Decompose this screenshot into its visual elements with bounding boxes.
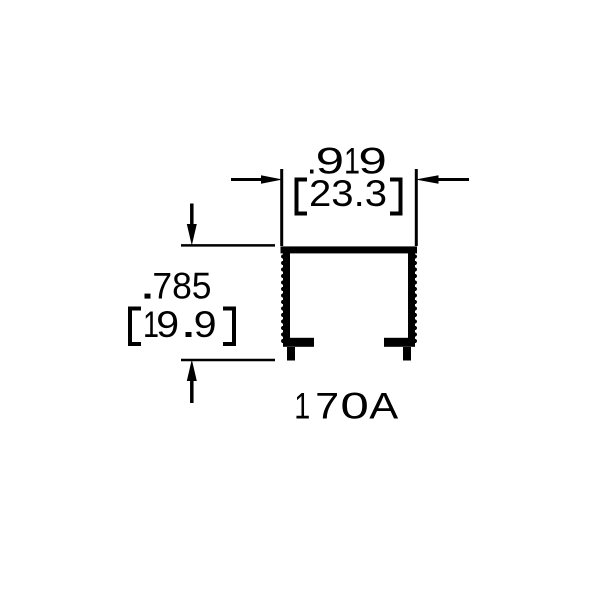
svg-text:.785: .785 <box>143 266 212 307</box>
svg-text:1: 1 <box>344 141 360 182</box>
svg-text:1: 1 <box>294 386 310 427</box>
svg-text:9: 9 <box>358 141 387 182</box>
svg-text:23.3: 23.3 <box>309 173 387 214</box>
svg-text:9: 9 <box>156 304 179 345</box>
svg-text:A: A <box>369 386 398 427</box>
svg-text:1: 1 <box>143 304 159 345</box>
svg-text:.: . <box>183 304 193 345</box>
svg-text:7: 7 <box>315 386 339 427</box>
svg-text:9: 9 <box>194 304 217 345</box>
svg-text:.: . <box>307 141 317 182</box>
svg-text:9: 9 <box>316 141 345 182</box>
svg-text:0: 0 <box>340 386 369 427</box>
